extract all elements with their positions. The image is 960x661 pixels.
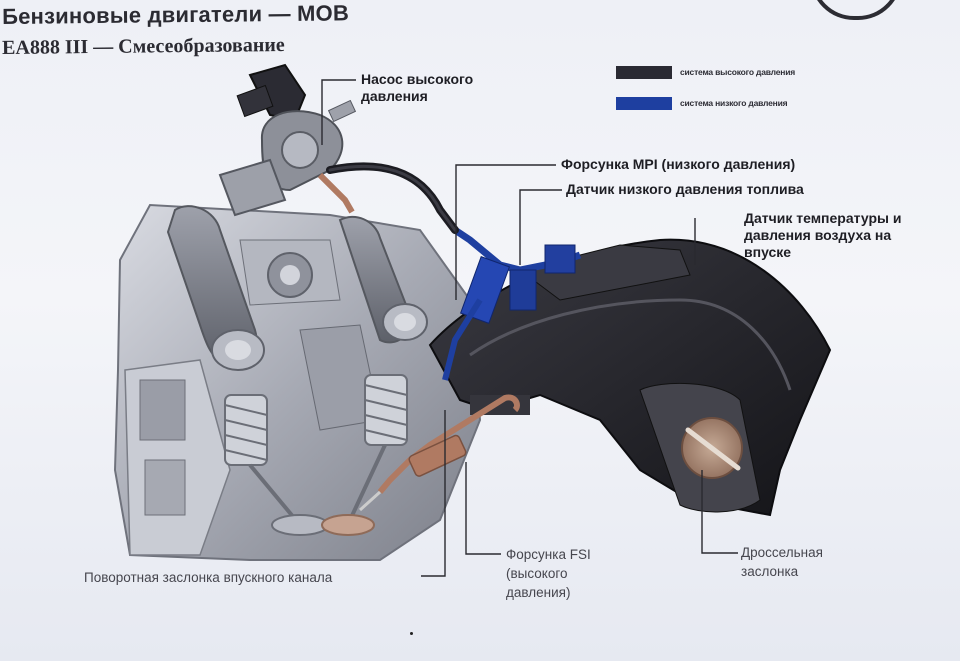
label-throttle: Дроссельная заслонка [741, 543, 823, 581]
label-hp-pump: Насос высокого давления [361, 71, 473, 105]
valve-springs [224, 374, 408, 536]
high-pressure-line [326, 162, 459, 234]
legend-label-low-pressure: система низкого давления [680, 98, 788, 108]
label-throttle-line1: Дроссельная [741, 545, 823, 560]
legend-swatch-high-pressure [616, 65, 672, 79]
label-hp-pump-line2: давления [361, 88, 428, 104]
legend-label-high-pressure: система высокого давления [680, 67, 796, 77]
high-pressure-pump [218, 63, 357, 217]
cylinder-head [113, 203, 482, 561]
label-hp-pump-line1: Насос высокого [361, 71, 474, 87]
low-pressure-system [442, 227, 582, 381]
label-fsi-line2: (высокого [506, 566, 568, 581]
legend: система высокого давления система низког… [616, 62, 795, 124]
fsi-injector [358, 394, 520, 512]
marker-dot [410, 632, 413, 635]
label-mpi-injector: Форсунка MPI (низкого давления) [561, 156, 796, 172]
label-fsi-injector: Форсунка FSI (высокого давления) [506, 545, 591, 602]
label-intake-sensor-line1: Датчик температуры и [744, 210, 902, 226]
camshafts [166, 205, 428, 371]
legend-item-high-pressure: система высокого давления [616, 62, 795, 82]
label-intake-sensor: Датчик температуры и давления воздуха на… [744, 210, 901, 261]
label-intake-sensor-line2: давления воздуха на [744, 227, 892, 243]
legend-item-low-pressure: система низкого давления [616, 93, 795, 113]
label-intake-sensor-line3: впуске [744, 244, 792, 260]
label-fsi-line1: Форсунка FSI [506, 547, 591, 562]
label-throttle-line2: заслонка [741, 564, 799, 579]
label-low-pressure-sensor: Датчик низкого давления топлива [566, 181, 804, 197]
label-fsi-line3: давления) [506, 585, 571, 600]
callout-leaders [321, 79, 738, 577]
legend-swatch-low-pressure [616, 96, 672, 110]
label-intake-flap: Поворотная заслонка впускного канала [84, 570, 333, 585]
